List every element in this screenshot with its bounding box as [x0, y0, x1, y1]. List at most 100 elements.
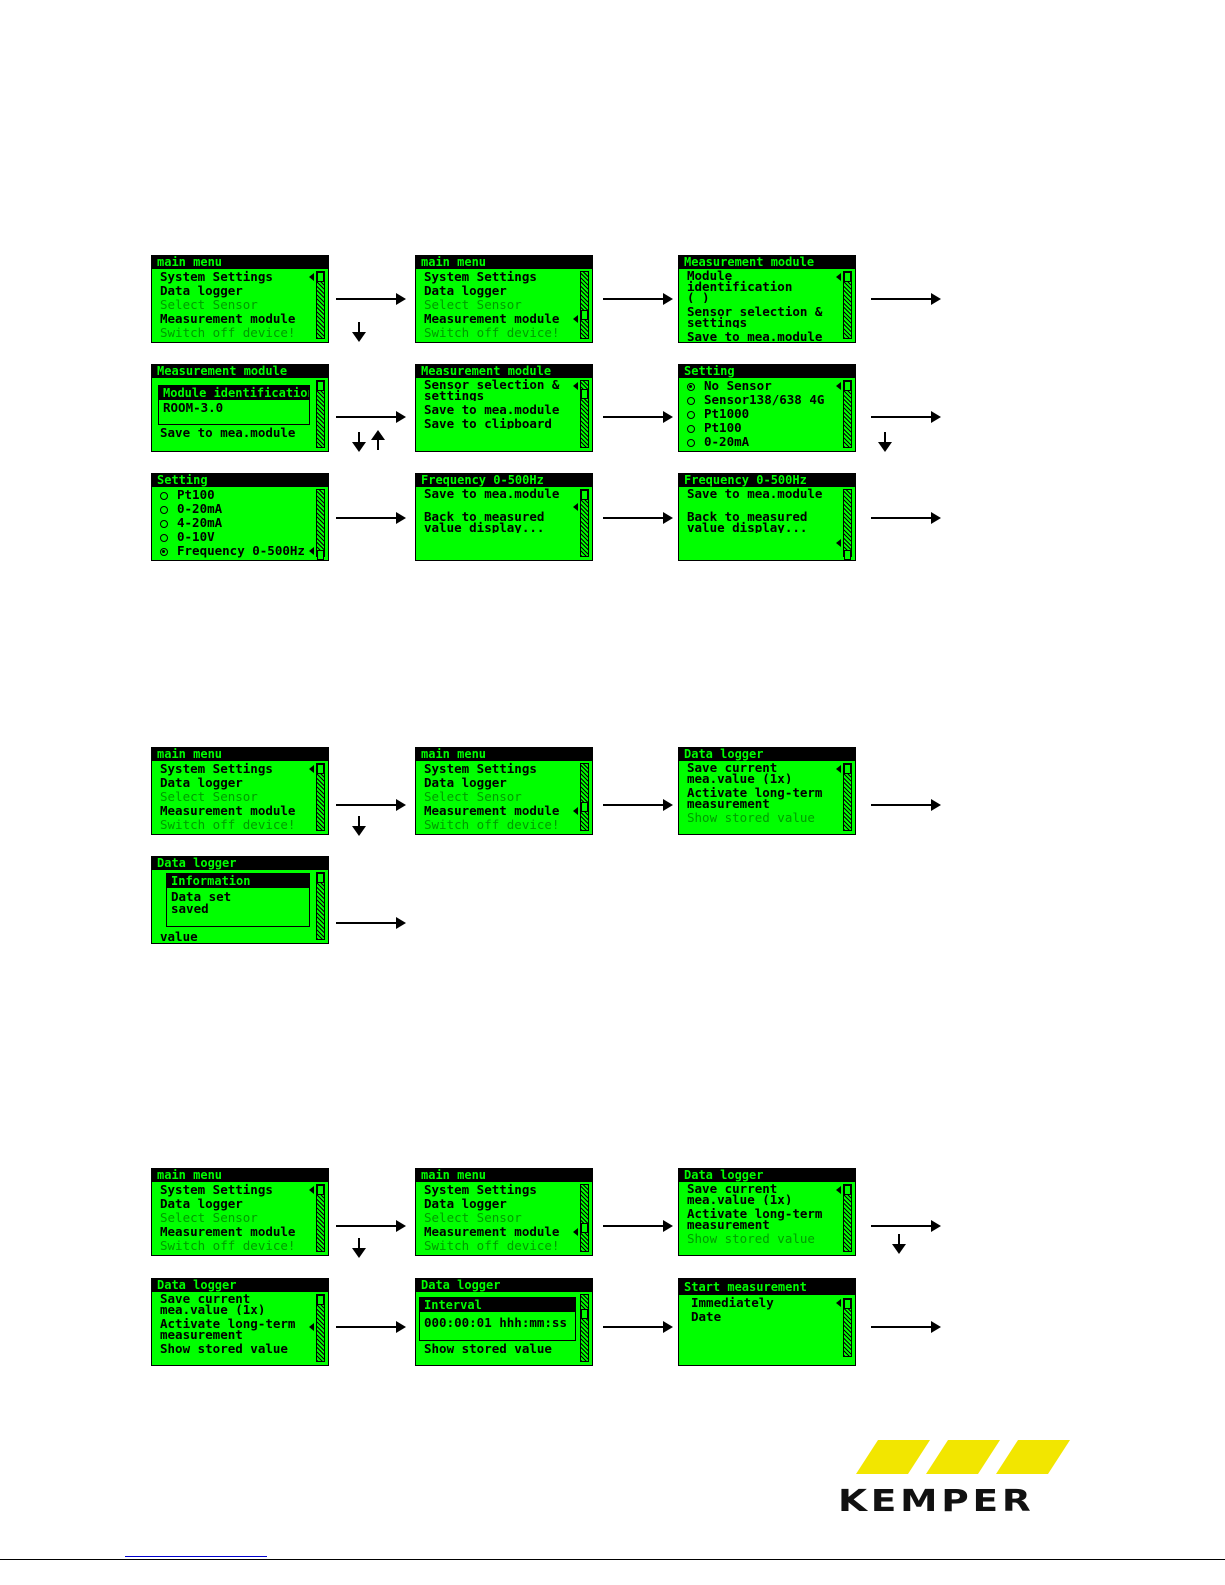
menu-item[interactable]: System Settings	[160, 762, 310, 776]
cursor-left-icon	[309, 1323, 314, 1331]
scrollbar[interactable]	[580, 1184, 589, 1252]
interval-input[interactable]: 000:00:01 hhh:mm:ss	[424, 1315, 567, 1330]
scrollbar[interactable]	[316, 1294, 325, 1362]
radio-option[interactable]: 0-20mA	[687, 435, 837, 449]
menu-item[interactable]: Data logger	[424, 1197, 507, 1211]
menu-item[interactable]: Data logger	[160, 1197, 243, 1211]
scrollbar-thumb[interactable]	[317, 1295, 324, 1305]
radio-option[interactable]: 0-20mA	[160, 502, 310, 516]
menu-item[interactable]: Save to clipboard	[424, 418, 552, 429]
radio-option[interactable]: Pt1000	[687, 407, 837, 421]
scrollbar[interactable]	[316, 489, 325, 560]
menu-item[interactable]: Sensor selection & settings	[424, 379, 574, 401]
menu-item[interactable]: Show stored value	[424, 1343, 552, 1354]
scrollbar[interactable]	[843, 271, 852, 339]
menu-item[interactable]: Measurement module	[424, 804, 574, 818]
radio-option[interactable]: Pt100	[687, 421, 837, 435]
menu-item[interactable]: Show stored value	[160, 1343, 288, 1354]
module-id-input[interactable]: ROOM-3.0	[163, 400, 224, 415]
menu-item[interactable]: Save current mea.value (1x)	[687, 762, 837, 784]
menu-item[interactable]: Data logger	[424, 776, 507, 790]
menu-item[interactable]: Save to mea.module	[424, 488, 574, 499]
scrollbar[interactable]	[316, 872, 325, 940]
menu-item[interactable]: System Settings	[424, 762, 537, 776]
menu-item[interactable]: Back to measured value display...	[424, 511, 545, 533]
menu-item[interactable]: Save to mea.module	[160, 427, 296, 438]
menu-item[interactable]: Sensor selection & settings	[687, 306, 823, 328]
scrollbar-thumb[interactable]	[317, 550, 324, 560]
scrollbar-thumb[interactable]	[581, 389, 588, 399]
menu-item[interactable]: Measurement module	[160, 312, 296, 326]
menu-item[interactable]: Data logger	[424, 284, 507, 298]
menu-item[interactable]: Save current mea.value (1x)	[687, 1183, 837, 1205]
menu-item[interactable]: Save to mea.module	[424, 404, 560, 415]
scrollbar-thumb[interactable]	[317, 873, 324, 883]
menu-item-label: Measurement module	[424, 1225, 560, 1239]
scrollbar-thumb[interactable]	[317, 764, 324, 774]
menu-item[interactable]: Back to measured value display...	[687, 511, 837, 533]
scrollbar[interactable]	[843, 489, 852, 560]
menu-item[interactable]: System Settings	[424, 270, 537, 284]
scrollbar[interactable]	[316, 271, 325, 339]
menu-item[interactable]: Measurement module	[160, 1225, 296, 1239]
menu-item-disabled: Select Sensor	[424, 1211, 522, 1225]
menu-item[interactable]: Data logger	[160, 776, 243, 790]
scrollbar-thumb[interactable]	[581, 310, 588, 320]
module-identification-popup[interactable]: Module identification ROOM-3.0	[158, 385, 310, 425]
radio-option[interactable]: Pt100	[160, 488, 310, 502]
interval-popup[interactable]: Interval 000:00:01 hhh:mm:ss	[419, 1297, 576, 1341]
scrollbar[interactable]	[316, 763, 325, 831]
scrollbar[interactable]	[843, 763, 852, 831]
scrollbar-thumb[interactable]	[844, 1185, 851, 1195]
scrollbar[interactable]	[316, 1184, 325, 1252]
scrollbar-thumb[interactable]	[317, 272, 324, 282]
lcd-screen-setting-1: Setting No Sensor Sensor138/638 4G Pt100…	[678, 364, 856, 452]
screen-title: Measurement module	[679, 256, 855, 269]
information-popup[interactable]: Information Data set saved	[166, 873, 310, 927]
menu-item[interactable]: System Settings	[160, 1183, 310, 1197]
menu-item[interactable]: Activate long-term measurement	[160, 1318, 310, 1340]
scrollbar-thumb[interactable]	[581, 1309, 588, 1319]
scrollbar-thumb[interactable]	[844, 550, 851, 560]
scrollbar[interactable]	[316, 380, 325, 448]
menu-item[interactable]: Measurement module	[160, 804, 296, 818]
scrollbar-thumb[interactable]	[844, 272, 851, 282]
radio-option[interactable]: No Sensor	[687, 379, 837, 393]
scrollbar-thumb[interactable]	[581, 1223, 588, 1233]
radio-option[interactable]: 0-10V	[160, 530, 310, 544]
scrollbar-thumb[interactable]	[581, 490, 588, 500]
radio-option[interactable]: Sensor138/638 4G	[687, 393, 837, 407]
lcd-screen-data-logger-3: Data logger Save current mea.value (1x) …	[151, 1278, 329, 1366]
menu-item[interactable]: Save to mea.module	[687, 488, 823, 499]
scrollbar[interactable]	[580, 271, 589, 339]
scrollbar-thumb[interactable]	[844, 764, 851, 774]
menu-item[interactable]: Activate long-term measurement	[687, 787, 823, 809]
menu-item[interactable]: Save to mea.module	[687, 331, 823, 342]
scrollbar-thumb[interactable]	[317, 381, 324, 391]
menu-item[interactable]: Measurement module	[424, 1225, 574, 1239]
menu-item[interactable]: System Settings	[424, 1183, 537, 1197]
scrollbar[interactable]	[580, 1294, 589, 1362]
scrollbar[interactable]	[580, 489, 589, 557]
menu-item[interactable]: Measurement module	[424, 312, 574, 326]
scrollbar[interactable]	[580, 380, 589, 448]
radio-option[interactable]: Frequency 0-500Hz	[160, 544, 310, 558]
scrollbar[interactable]	[580, 763, 589, 831]
scrollbar-thumb[interactable]	[844, 1299, 851, 1309]
menu-item[interactable]: Immediately	[691, 1296, 837, 1310]
scrollbar-thumb[interactable]	[317, 1185, 324, 1195]
menu-item[interactable]: Date	[691, 1310, 722, 1324]
menu-item[interactable]: Module identification( )	[687, 270, 837, 303]
menu-item[interactable]: Activate long-term measurement	[687, 1208, 823, 1230]
footer-link[interactable]	[125, 1556, 267, 1557]
scrollbar[interactable]	[843, 1184, 852, 1252]
scrollbar[interactable]	[843, 1298, 852, 1357]
scrollbar-thumb[interactable]	[844, 381, 851, 391]
cursor-left-icon	[573, 503, 578, 511]
radio-option[interactable]: 4-20mA	[160, 516, 310, 530]
scrollbar[interactable]	[843, 380, 852, 448]
menu-item[interactable]: System Settings	[160, 270, 310, 284]
scrollbar-thumb[interactable]	[581, 802, 588, 812]
menu-item[interactable]: Save current mea.value (1x)	[160, 1293, 266, 1315]
menu-item[interactable]: Data logger	[160, 284, 243, 298]
